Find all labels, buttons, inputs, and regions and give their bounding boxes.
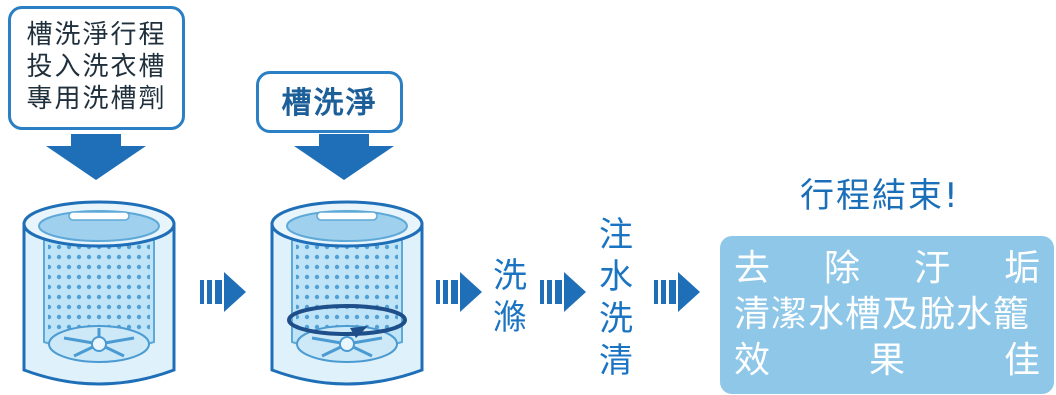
washer-drum-rotating-icon xyxy=(270,200,424,386)
rinse-char-3: 洗 xyxy=(599,299,633,339)
instruction-line-3: 專用洗槽劑 xyxy=(26,84,167,114)
result-line-2: 清潔水槽及脫水籠 xyxy=(734,294,1031,335)
right-arrow-icon xyxy=(436,272,482,312)
right-arrow-icon xyxy=(654,272,700,312)
instruction-line-1: 槽洗淨行程 xyxy=(26,20,167,50)
wash-char-2: 滌 xyxy=(493,298,527,338)
right-arrow-icon xyxy=(200,272,246,312)
rinse-char-1: 注 xyxy=(599,215,633,255)
rinse-char-4: 清 xyxy=(599,341,633,381)
wash-label: 洗 滌 xyxy=(488,255,532,339)
result-box: 去 除 汙 垢 清潔水槽及脫水籠 效 果 佳 xyxy=(720,236,1054,394)
washer-drum-icon xyxy=(22,200,176,386)
right-arrow-icon xyxy=(540,272,586,312)
tub-clean-title-text: 槽洗淨 xyxy=(281,86,378,121)
result-line-1: 去 除 汙 垢 xyxy=(734,248,1040,289)
down-arrow-icon xyxy=(294,134,394,180)
instruction-line-2: 投入洗衣槽 xyxy=(26,52,167,82)
cycle-end-title: 行程結束! xyxy=(800,176,960,216)
rinse-label: 注 水 洗 清 xyxy=(594,214,638,382)
instruction-callout: 槽洗淨行程 投入洗衣槽 專用洗槽劑 xyxy=(8,6,185,130)
result-line-3: 效 果 佳 xyxy=(734,340,1040,381)
tub-clean-title: 槽洗淨 xyxy=(256,71,403,133)
wash-char-1: 洗 xyxy=(493,256,527,296)
rinse-char-2: 水 xyxy=(599,257,633,297)
down-arrow-icon xyxy=(46,134,146,180)
